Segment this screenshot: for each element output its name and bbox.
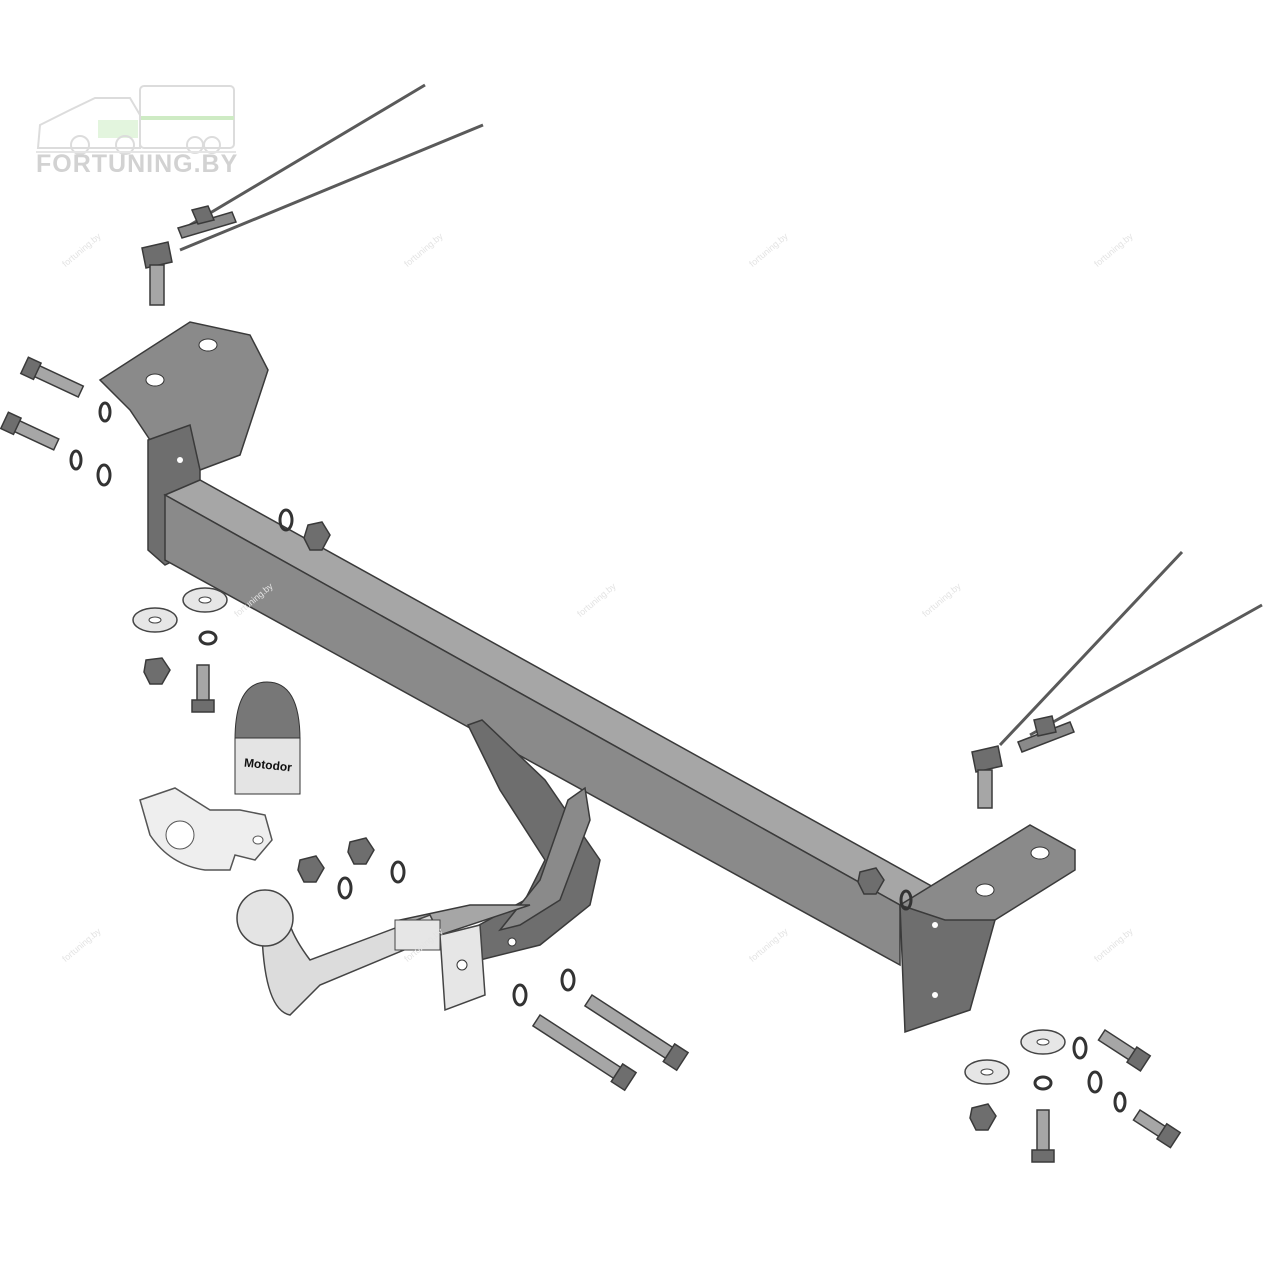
wire-harness-left: [141, 83, 484, 306]
crossbar-beam: [163, 479, 937, 967]
tow-ball-neck: [236, 889, 442, 1016]
logo-brand-text: FORTUNING.BY: [36, 150, 239, 178]
bolts: [0, 356, 1182, 1163]
right-mounting-bracket: [898, 824, 1076, 1034]
washers: [69, 401, 1127, 1113]
nuts: [143, 521, 997, 1131]
socket-mounting-plate: [139, 787, 273, 871]
logo-truck-trailer: [36, 85, 236, 155]
wire-harness-right: [971, 550, 1263, 809]
tow-ball-cap: [234, 681, 301, 795]
